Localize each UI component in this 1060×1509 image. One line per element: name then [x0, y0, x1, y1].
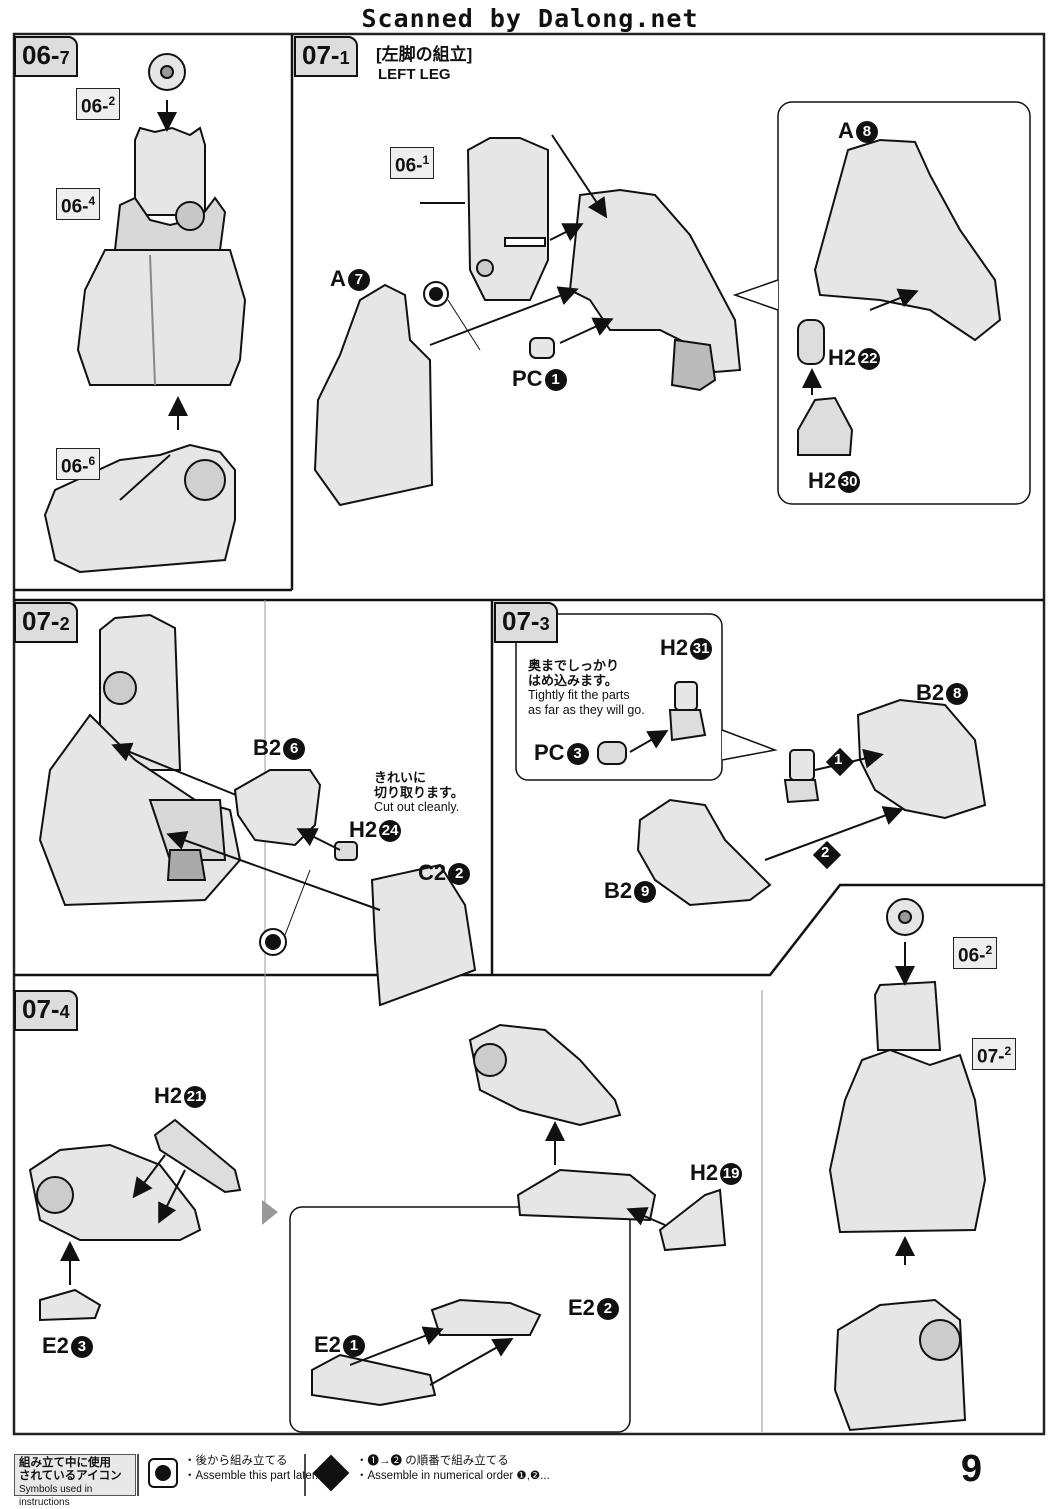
- step-07-4: 07-4: [14, 990, 78, 1031]
- footer-legend: 組み立て中に使用 されているアイコン Symbols used in instr…: [0, 1446, 1060, 1508]
- legend-later: ・後から組み立てる ・Assemble this part later.: [184, 1455, 319, 1482]
- step-06-7: 06-7: [14, 36, 78, 77]
- assembly-06-7: [43, 53, 247, 574]
- step-07-2: 07-2: [14, 602, 78, 643]
- order-mark-1: 1: [834, 751, 843, 768]
- assemble-later-icon: [148, 1458, 178, 1488]
- lower-shell: [76, 249, 247, 386]
- part-leg-assembled: [468, 1023, 622, 1127]
- part-b2-8: [856, 698, 987, 820]
- note-tight-fit: 奥までしっかり はめ込みます。 Tightly fit the parts as…: [528, 658, 645, 717]
- shell-right: [828, 1048, 987, 1234]
- order-mark-2: 2: [821, 844, 830, 861]
- note-cut-cleanly: きれいに 切り取ります。 Cut out cleanly.: [374, 770, 464, 814]
- part-e2-assembly: [516, 1168, 657, 1222]
- ref-06-6: 06-6: [56, 448, 101, 481]
- assembly-07-3: [597, 681, 987, 907]
- foot-right: [833, 1298, 967, 1432]
- legend-title: 組み立て中に使用 されているアイコン Symbols used in instr…: [14, 1454, 136, 1508]
- part-leg-lower: [28, 1143, 202, 1241]
- order-diamonds: [812, 747, 855, 870]
- scanner-watermark: Scanned by Dalong.net: [361, 4, 699, 33]
- step-title-jp: [左脚の組立]: [376, 45, 473, 64]
- part-a7: [313, 283, 434, 507]
- footer-lines: [137, 1454, 306, 1496]
- assembly-07-1: [313, 134, 1002, 507]
- ref-06-1: 06-1: [390, 147, 435, 180]
- ref-07-2: 07-2: [972, 1038, 1017, 1071]
- part-b2-6: [233, 769, 322, 847]
- legend-order: ・❶→❷ の順番で組み立てる ・Assemble in numerical or…: [356, 1455, 550, 1482]
- part-e2-3: [39, 1288, 102, 1322]
- part-frame: [568, 188, 742, 374]
- assemble-later-markers: [259, 281, 481, 956]
- ref-06-2: 06-2: [76, 88, 121, 121]
- part-e2-1: [311, 1353, 437, 1407]
- ref-06-4: 06-4: [56, 188, 101, 221]
- part-c2-2: [370, 863, 477, 1007]
- part-06-1: [466, 137, 549, 301]
- upper-block: [134, 126, 206, 216]
- part-h2-19: [658, 1188, 727, 1252]
- step-title-en: LEFT LEG: [378, 66, 451, 83]
- step-07-1: 07-1: [294, 36, 358, 77]
- assembly-07-4: [28, 898, 987, 1432]
- ref-06-2-b: 06-2: [953, 937, 998, 970]
- part-a8: [813, 138, 1002, 342]
- part-b2-9: [636, 798, 772, 907]
- pc1-part: [529, 337, 555, 359]
- step-07-3: 07-3: [494, 602, 558, 643]
- part-h2-21: [153, 1118, 242, 1194]
- assembly-07-2: [38, 613, 477, 1007]
- page-number: 9: [960, 1448, 982, 1490]
